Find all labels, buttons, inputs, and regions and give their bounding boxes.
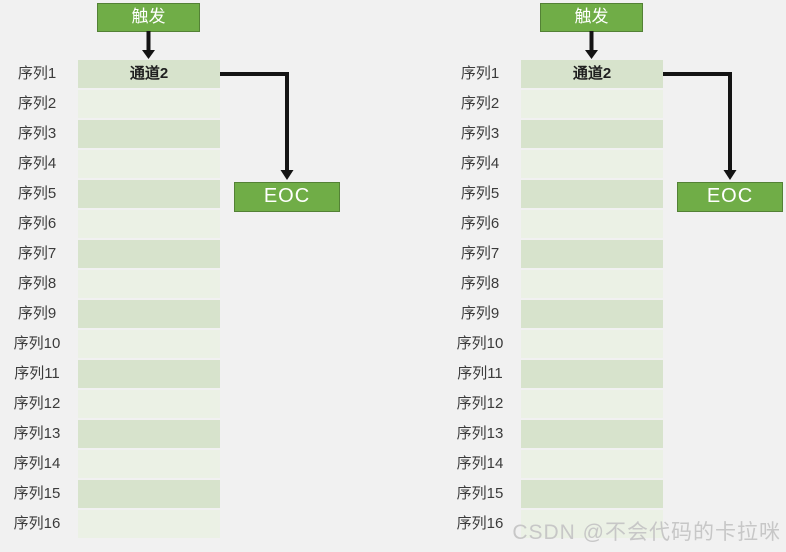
sequence-cell [78, 240, 220, 268]
sequence-cell [78, 420, 220, 448]
sequence-label: 序列5 [460, 185, 500, 202]
channel-cell: 通道2 [521, 60, 663, 88]
row1-to-eoc-arrow [220, 72, 294, 180]
trigger-box: 触发 [97, 3, 200, 32]
channel-cell: 通道2 [78, 60, 220, 88]
sequence-cell [78, 150, 220, 178]
sequence-cell [521, 240, 663, 268]
sequence-cell [521, 90, 663, 118]
sequence-label: 序列6 [17, 215, 57, 232]
sequence-cell [521, 360, 663, 388]
sequence-label: 序列9 [460, 305, 500, 322]
sequence-label: 序列15 [456, 485, 504, 502]
sequence-label: 序列13 [13, 425, 61, 442]
sequence-label: 序列8 [460, 275, 500, 292]
sequence-label: 序列4 [17, 155, 57, 172]
sequence-label: 序列1 [17, 65, 57, 82]
sequence-label: 序列13 [456, 425, 504, 442]
sequence-label: 序列12 [13, 395, 61, 412]
sequence-cell [521, 420, 663, 448]
sequence-label: 序列2 [460, 95, 500, 112]
sequence-label: 序列6 [460, 215, 500, 232]
sequence-cell [521, 210, 663, 238]
sequence-table: 通道2 [521, 60, 663, 540]
sequence-cell [521, 270, 663, 298]
trigger-to-table-arrow [585, 31, 598, 59]
sequence-label: 序列7 [460, 245, 500, 262]
sequence-cell [521, 150, 663, 178]
trigger-box: 触发 [540, 3, 643, 32]
sequence-label: 序列15 [13, 485, 61, 502]
sequence-cell [78, 120, 220, 148]
sequence-cell [521, 330, 663, 358]
row1-to-eoc-arrow [663, 72, 737, 180]
sequence-label: 序列14 [13, 455, 61, 472]
sequence-labels-column: 序列1 序列2 序列3 序列4 序列5 序列6 序列7 序列8 序列9 序列10 序列11 序列12 序… [2, 60, 72, 540]
sequence-label: 序列3 [17, 125, 57, 142]
sequence-cell [78, 330, 220, 358]
sequence-label: 序列4 [460, 155, 500, 172]
sequence-labels-column: 序列1 序列2 序列3 序列4 序列5 序列6 序列7 序列8 序列9 序列10 序列11 序列12 序… [445, 60, 515, 540]
sequence-cell [521, 390, 663, 418]
sequence-label: 序列1 [460, 65, 500, 82]
sequence-cell [521, 510, 663, 538]
sequence-cell [78, 510, 220, 538]
sequence-label: 序列7 [17, 245, 57, 262]
sequence-cell [78, 180, 220, 208]
sequence-cell [521, 300, 663, 328]
sequence-label: 序列11 [457, 365, 503, 382]
sequence-cell [521, 480, 663, 508]
eoc-box: EOC [234, 182, 340, 212]
sequence-label: 序列16 [13, 515, 61, 532]
csdn-watermark: CSDN @不会代码的卡拉咪 [512, 521, 781, 544]
sequence-cell [78, 210, 220, 238]
sequence-cell [521, 120, 663, 148]
sequence-cell [521, 450, 663, 478]
sequence-label: 序列9 [17, 305, 57, 322]
sequence-label: 序列11 [14, 365, 60, 382]
sequence-cell [78, 300, 220, 328]
sequence-cell [78, 480, 220, 508]
sequence-label: 序列3 [460, 125, 500, 142]
sequence-label: 序列5 [17, 185, 57, 202]
sequence-cell [521, 180, 663, 208]
eoc-box: EOC [677, 182, 783, 212]
trigger-to-table-arrow [142, 31, 155, 59]
sequence-cell [78, 390, 220, 418]
sequence-label: 序列12 [456, 395, 504, 412]
sequence-label: 序列10 [13, 335, 61, 352]
sequence-cell [78, 90, 220, 118]
sequence-label: 序列10 [456, 335, 504, 352]
sequence-cell [78, 450, 220, 478]
sequence-cell [78, 270, 220, 298]
sequence-label: 序列14 [456, 455, 504, 472]
sequence-cell [78, 360, 220, 388]
sequence-table: 通道2 [78, 60, 220, 540]
sequence-label: 序列16 [456, 515, 504, 532]
sequence-label: 序列8 [17, 275, 57, 292]
sequence-label: 序列2 [17, 95, 57, 112]
